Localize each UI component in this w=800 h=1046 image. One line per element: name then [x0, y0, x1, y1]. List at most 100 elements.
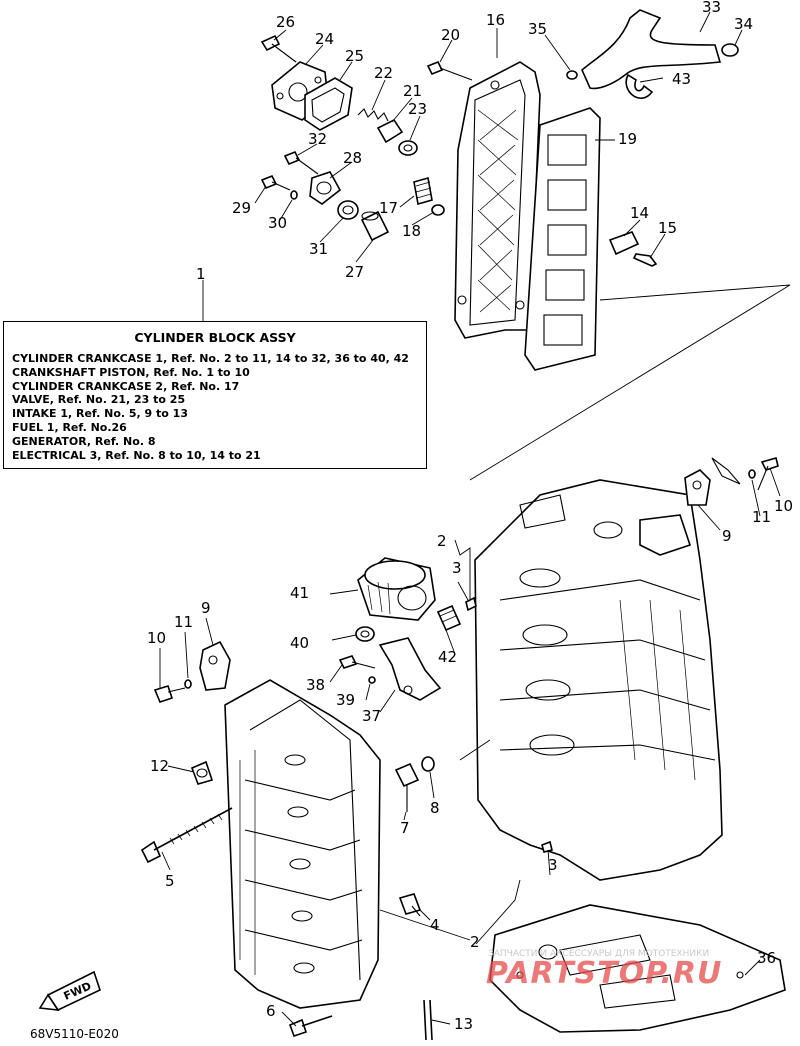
callout-7: 7: [400, 819, 410, 837]
seal-31: [337, 200, 359, 220]
spring-22: [357, 108, 389, 122]
bracket-37: [378, 637, 442, 701]
callout-labels: 1 2 2 3 3 4 5 6 7 8 9 9 10 10 11 11 12 1…: [147, 0, 793, 1033]
callout-18: 18: [402, 222, 421, 240]
callout-43: 43: [672, 70, 691, 88]
plug-12: [190, 760, 214, 785]
fwd-arrow: FWD: [38, 970, 101, 1012]
callout-23: 23: [408, 100, 427, 118]
callout-37: 37: [362, 707, 381, 725]
callout-17: 17: [379, 199, 398, 217]
callout-22: 22: [374, 64, 393, 82]
bolt-6: [288, 1015, 333, 1038]
callout-16: 16: [486, 11, 505, 29]
base-gasket-36: [489, 904, 786, 1033]
stud-13: [423, 999, 433, 1041]
callout-8: 8: [430, 799, 440, 817]
callout-34: 34: [734, 15, 753, 33]
gasket-18: [431, 204, 445, 216]
callout-13: 13: [454, 1015, 473, 1033]
callout-28: 28: [343, 149, 362, 167]
diagram-code: 68V5110-E020: [30, 1027, 119, 1041]
callout-15: 15: [658, 219, 677, 237]
bolt-20: [426, 60, 473, 81]
callout-3: 3: [452, 559, 462, 577]
legend-line: INTAKE 1, Ref. No. 5, 9 to 13: [12, 407, 188, 421]
washer-11-upper: [748, 469, 756, 479]
thermostat-21: [376, 118, 404, 144]
bolt-4: [398, 893, 422, 917]
callout-35: 35: [528, 20, 547, 38]
callout-32: 32: [308, 130, 327, 148]
callout-4: 4: [430, 916, 440, 934]
callout-2: 2: [470, 933, 480, 951]
bolt-38: [338, 655, 376, 669]
callout-27: 27: [345, 263, 364, 281]
legend-line: CYLINDER CRANKCASE 1, Ref. No. 2 to 11, …: [12, 352, 409, 365]
callout-5: 5: [165, 872, 175, 890]
callout-36: 36: [757, 949, 776, 967]
fitting-42: [436, 604, 462, 632]
callout-11: 11: [174, 613, 193, 631]
cap-23: [398, 140, 418, 156]
bolt-32: [283, 150, 319, 175]
bracket-9-lower: [199, 640, 231, 691]
watermark-tagline: ЗАПЧАСТИ И АКСЕССУАРЫ ДЛЯ МОТОТЕХНИКИ: [488, 949, 710, 959]
clamp-43: [625, 73, 654, 99]
bracket-9-upper: [684, 469, 711, 506]
crankcase: [224, 679, 381, 1009]
screw-15: [632, 253, 658, 267]
long-bolt-5: [140, 807, 233, 864]
callout-39: 39: [336, 691, 355, 709]
leader-lines: [159, 11, 791, 1027]
hose-33: [581, 9, 722, 90]
callout-10: 10: [774, 497, 793, 515]
callout-9: 9: [201, 599, 211, 617]
bolt-10-lower: [153, 685, 186, 703]
callout-11: 11: [752, 508, 771, 526]
callout-42: 42: [438, 648, 457, 666]
callout-3: 3: [548, 856, 558, 874]
exhaust-cover-16: [454, 61, 541, 339]
thermostat-gasket-25: [304, 77, 353, 131]
legend-line: FUEL 1, Ref. No.26: [12, 420, 127, 434]
bolt-10-upper: [757, 457, 779, 491]
callout-10: 10: [147, 629, 166, 647]
sensor-7: [394, 762, 420, 812]
oil-filter-41: [357, 557, 436, 621]
legend-line: GENERATOR, Ref. No. 8: [12, 434, 156, 448]
callout-14: 14: [630, 204, 649, 222]
callout-1: 1: [196, 265, 206, 283]
bolt-26: [260, 34, 297, 63]
callout-21: 21: [403, 82, 422, 100]
callout-40: 40: [290, 634, 309, 652]
callout-30: 30: [268, 214, 287, 232]
bolt-29: [260, 174, 291, 191]
callout-2: 2: [437, 532, 447, 550]
cylinder-block-legend: CYLINDER BLOCK ASSY CYLINDER CRANKCASE 1…: [3, 321, 427, 469]
watermark-logo: PARTSTOP.RU: [486, 956, 723, 991]
callout-12: 12: [150, 757, 169, 775]
legend-list: CYLINDER CRANKCASE 1, Ref. No. 2 to 11, …: [12, 352, 409, 462]
legend-line: ELECTRICAL 3, Ref. No. 8 to 10, 14 to 21: [12, 448, 261, 462]
callout-26: 26: [276, 13, 295, 31]
callout-41: 41: [290, 584, 309, 602]
plug-17: [413, 176, 433, 206]
callout-20: 20: [441, 26, 460, 44]
washer-11-lower: [184, 679, 192, 689]
washer-39: [368, 676, 376, 684]
cover-28: [309, 171, 342, 205]
legend-line: CRANKSHAFT PISTON, Ref. No. 1 to 10: [12, 365, 250, 379]
callout-33: 33: [702, 0, 721, 16]
legend-title: CYLINDER BLOCK ASSY: [134, 330, 296, 345]
callout-9: 9: [722, 527, 732, 545]
clamp-34: [721, 43, 739, 57]
exhaust-gasket-19: [524, 107, 601, 371]
plug-3-upper: [465, 596, 477, 612]
clip-35: [566, 70, 578, 80]
callout-6: 6: [266, 1002, 276, 1020]
washer-30: [290, 190, 298, 200]
callout-24: 24: [315, 30, 334, 48]
dowel-3-lower: [541, 840, 553, 853]
